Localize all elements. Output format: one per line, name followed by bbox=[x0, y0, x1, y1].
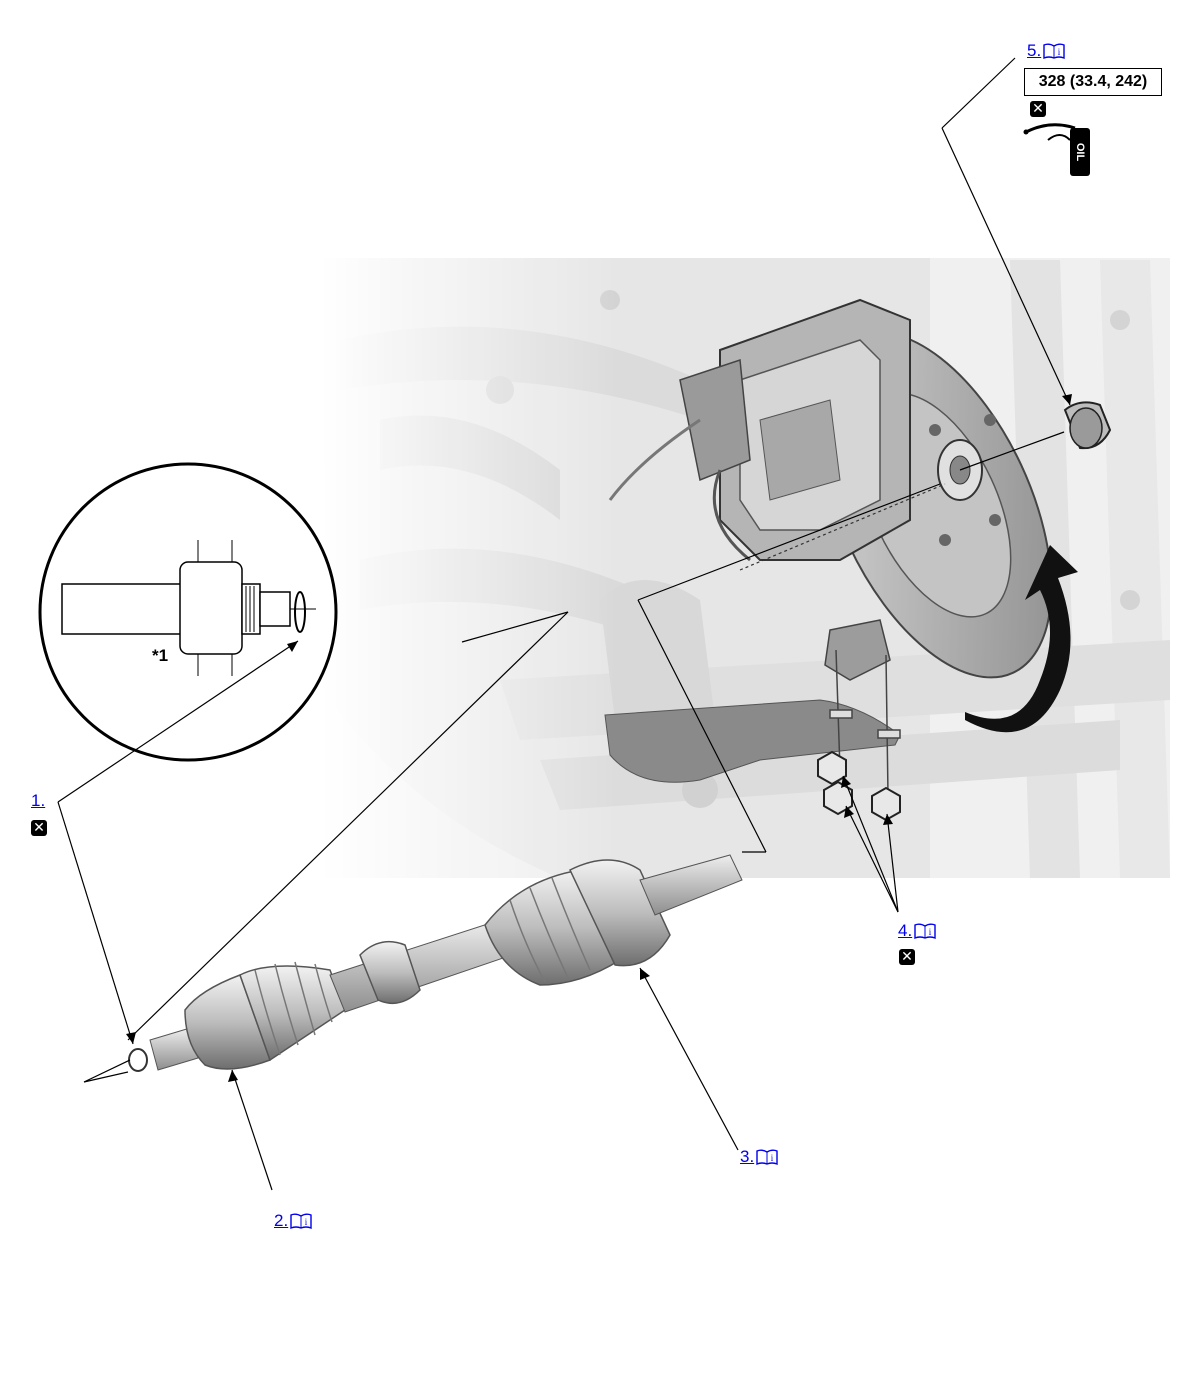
torque-spec: 328 (33.4, 242) bbox=[1024, 68, 1162, 96]
callout-3-link[interactable]: 3. i bbox=[740, 1148, 778, 1166]
manual-book-icon: i bbox=[914, 923, 936, 939]
detail-label: *1 bbox=[152, 646, 169, 665]
drive-shaft-assembly bbox=[149, 854, 743, 1071]
callout-5-link[interactable]: 5. i bbox=[1027, 42, 1065, 60]
oil-can-icon: OIL bbox=[1023, 123, 1090, 176]
callout-4-link[interactable]: 4. i bbox=[898, 922, 936, 940]
svg-text:i: i bbox=[305, 1217, 308, 1227]
brake-caliper bbox=[608, 298, 911, 562]
svg-text:i: i bbox=[771, 1153, 774, 1163]
replace-part-icon: ✕ bbox=[31, 820, 47, 836]
callout-1-link[interactable]: 1. bbox=[31, 792, 45, 810]
manual-book-icon: i bbox=[1043, 43, 1065, 59]
callout-5-label: 5. bbox=[1027, 41, 1042, 60]
axle-hub-nut bbox=[1063, 401, 1112, 450]
steering-knuckle bbox=[824, 619, 891, 681]
rotation-arrow bbox=[965, 545, 1078, 733]
callout-2-link[interactable]: 2. i bbox=[274, 1212, 312, 1230]
set-ring bbox=[128, 1048, 148, 1072]
callout-3-label: 3. bbox=[740, 1147, 755, 1166]
callout-2-label: 2. bbox=[274, 1211, 289, 1230]
ball-joint-nuts bbox=[817, 750, 901, 822]
detail-inset bbox=[38, 462, 338, 762]
svg-text:i: i bbox=[929, 927, 932, 937]
replace-part-icon: ✕ bbox=[1030, 101, 1046, 117]
replace-part-icon: ✕ bbox=[899, 949, 915, 965]
lower-control-arm bbox=[604, 699, 901, 783]
axle-centerline bbox=[739, 483, 946, 571]
manual-book-icon: i bbox=[290, 1213, 312, 1229]
svg-text:i: i bbox=[1058, 47, 1061, 57]
callout-4-label: 4. bbox=[898, 921, 913, 940]
oil-can-label: OIL bbox=[1074, 143, 1086, 162]
callout-1-label: 1. bbox=[31, 791, 46, 810]
manual-book-icon: i bbox=[756, 1149, 778, 1165]
arrowheads bbox=[126, 394, 1072, 1082]
ball-joint-studs bbox=[829, 649, 901, 796]
leader-lines bbox=[57, 57, 1071, 1191]
